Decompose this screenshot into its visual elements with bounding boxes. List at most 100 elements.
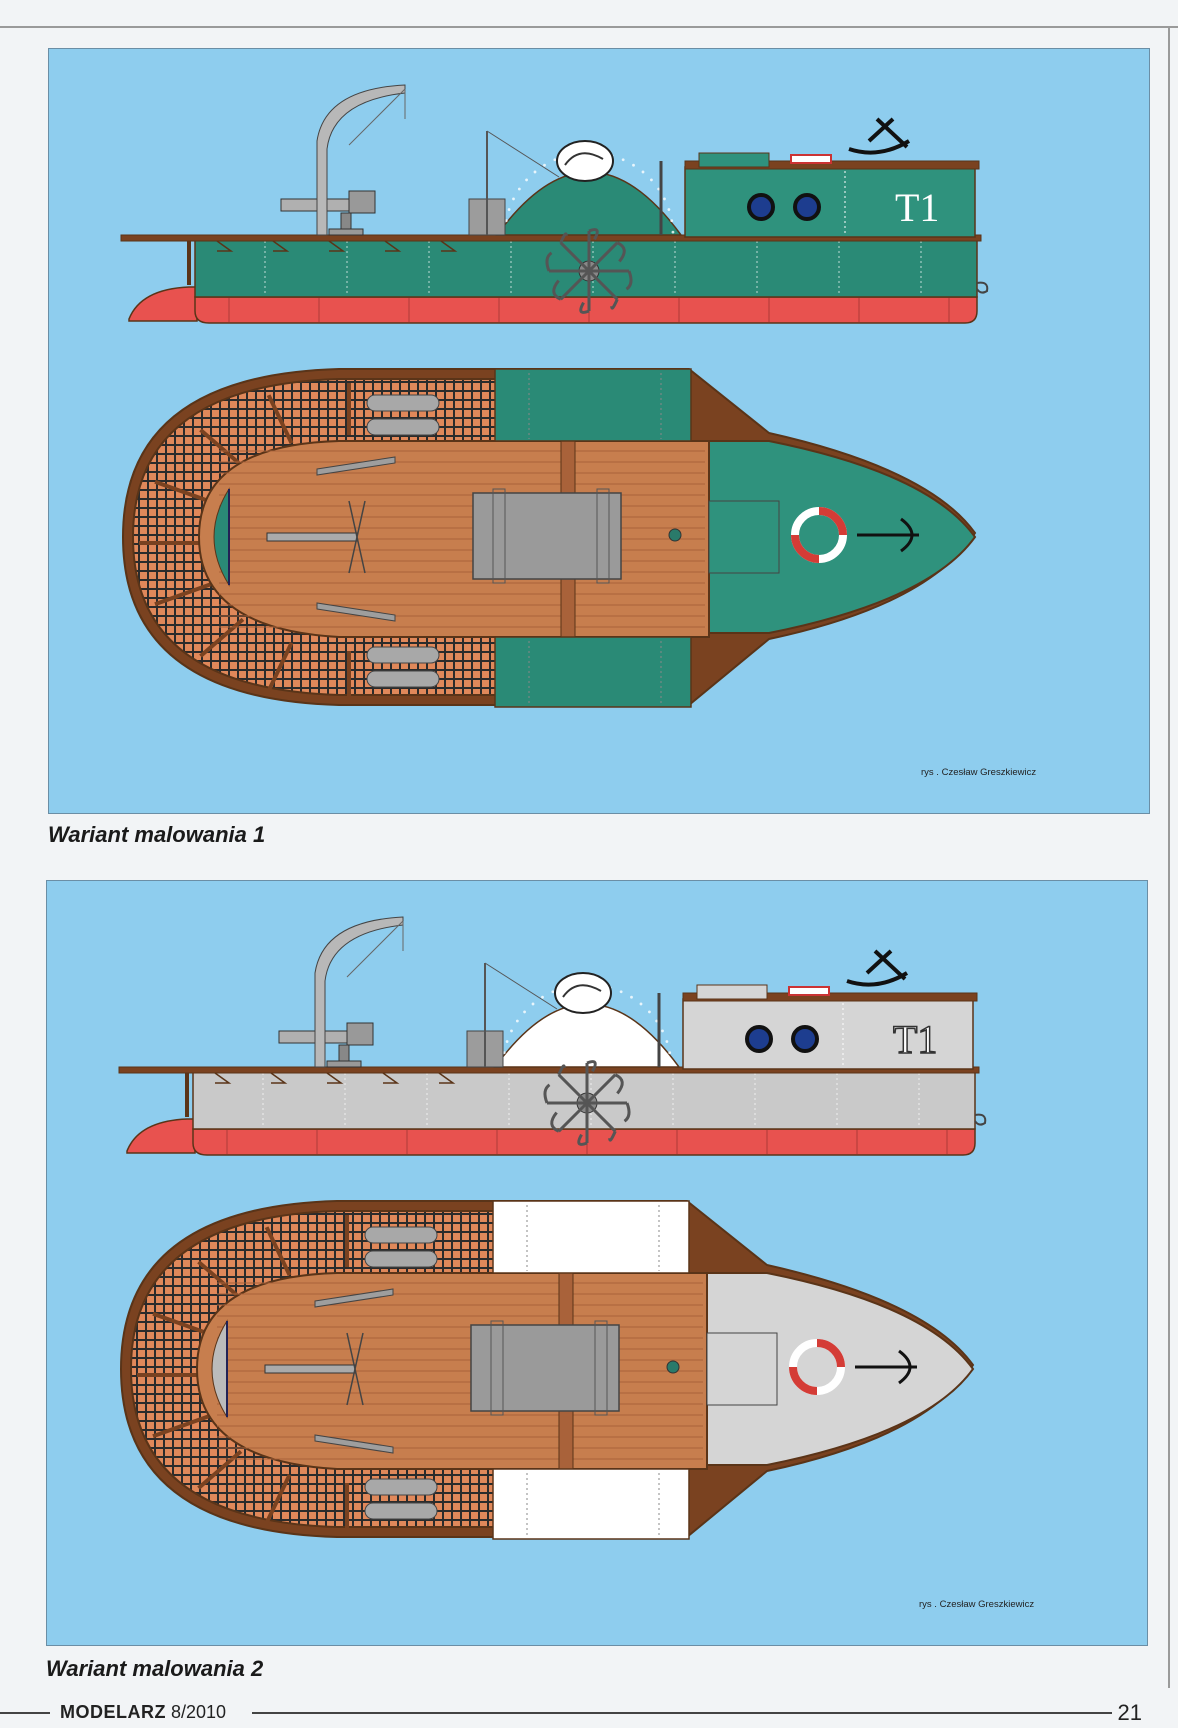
rivet [517, 187, 521, 191]
paddle-blade [543, 1083, 551, 1104]
page-border-right [1168, 26, 1170, 1688]
rivet [657, 187, 661, 191]
rivet [641, 170, 645, 174]
deck-fitting [666, 1360, 680, 1374]
anchor-shape [846, 949, 909, 987]
hull-number-label: T1 [895, 185, 939, 230]
rivet [553, 158, 557, 162]
lattice-divider [266, 641, 294, 692]
rivet [665, 1040, 669, 1043]
paddle-blade [586, 1060, 597, 1073]
rivet [650, 178, 653, 182]
hatch-hinge [492, 488, 506, 584]
bow-hook [974, 1113, 987, 1126]
rivet [541, 995, 544, 999]
rivet [630, 995, 633, 999]
rivet [632, 163, 635, 167]
rivet [671, 230, 675, 234]
rivet [523, 1010, 526, 1014]
paddle-box-port [494, 368, 692, 442]
paddle-box-window [556, 140, 614, 182]
hatch-hinge [596, 488, 610, 584]
lifebuoy-rail [790, 154, 832, 164]
deck-bracket [272, 240, 290, 252]
paddle-spoke [587, 241, 619, 273]
window-paddle-hint [564, 152, 604, 166]
machine-gun [278, 1022, 374, 1068]
float-cylinder [366, 646, 440, 664]
float-cylinder [366, 670, 440, 688]
footer-rule-left [0, 1712, 50, 1714]
porthole [745, 1025, 773, 1053]
porthole [747, 193, 775, 221]
rivet [669, 1062, 673, 1066]
paddle-spoke [585, 1101, 617, 1133]
paddle-blade [623, 1102, 631, 1123]
hatch-hinge [490, 1320, 504, 1416]
crane [314, 916, 404, 1068]
paddle-box-starboard [494, 636, 692, 708]
page-number: 21 [1117, 1700, 1142, 1725]
spar [314, 1288, 394, 1308]
rivet [502, 1051, 506, 1055]
forward-hatch [708, 500, 780, 574]
plan-view [121, 368, 977, 708]
engine-hatch [470, 1324, 620, 1412]
caption-variant-1: Wariant malowania 1 [48, 822, 266, 847]
lifebuoy-stripe [818, 507, 847, 536]
rivet [543, 163, 546, 167]
deck-bracket [384, 240, 402, 252]
lifebuoy-rail [788, 986, 830, 996]
deck-bracket [214, 1072, 232, 1084]
hatch-hinge [594, 1320, 608, 1416]
crane [316, 84, 406, 236]
paddle-blade [577, 1133, 588, 1146]
paddle-box-starboard [492, 1468, 690, 1540]
lattice-divider [264, 1473, 292, 1524]
boat-drawing-variant-2: T1 [118, 916, 987, 1540]
forward-deckhouse [684, 166, 976, 238]
anchor-fluke [900, 517, 914, 553]
deck-bracket [328, 240, 346, 252]
gun-base [326, 1060, 362, 1068]
rivet [668, 1051, 672, 1055]
paddle-blade [545, 251, 553, 272]
float-cylinder [364, 1478, 438, 1496]
lattice-divider [152, 1311, 210, 1336]
rudder [128, 286, 198, 322]
paddle-box-port [492, 1200, 690, 1274]
paddle-blade [559, 232, 568, 244]
gun-barrel-plan [264, 1364, 356, 1374]
lifebuoy-stripe [791, 534, 820, 563]
magazine-name: MODELARZ [60, 1702, 166, 1722]
gun-barrel-plan [266, 532, 358, 542]
deck-bracket [440, 240, 458, 252]
deck-bracket [216, 240, 234, 252]
side-view: T1 [120, 84, 989, 324]
rivet [655, 1019, 659, 1023]
rudder [126, 1118, 196, 1154]
hatch [698, 152, 770, 168]
boat-variant-group: T1 [118, 916, 987, 1540]
gun-tripod-leg [348, 500, 366, 574]
paddle-blade [557, 1064, 566, 1076]
paddle-spoke [559, 269, 591, 301]
hull-side [194, 238, 978, 298]
rivet [639, 1002, 643, 1006]
spar [316, 456, 396, 476]
deck-bracket [438, 1072, 456, 1084]
paddle-blade [552, 279, 562, 301]
lattice-divider [266, 394, 294, 445]
rivet [507, 208, 511, 211]
rivet [515, 1019, 519, 1023]
hull-number-label: T1 [893, 1017, 937, 1062]
porthole [791, 1025, 819, 1053]
anchor-icon [846, 949, 909, 987]
anchor-icon [848, 117, 911, 155]
mast-stay [484, 962, 558, 1010]
boat-drawing-variant-1: T1 [120, 84, 989, 708]
float-cylinder [364, 1250, 438, 1268]
illustration-credit: rys . Czesław Greszkiewicz [921, 767, 1037, 778]
paddle-spoke [585, 1073, 617, 1105]
float-cylinder [364, 1502, 438, 1520]
